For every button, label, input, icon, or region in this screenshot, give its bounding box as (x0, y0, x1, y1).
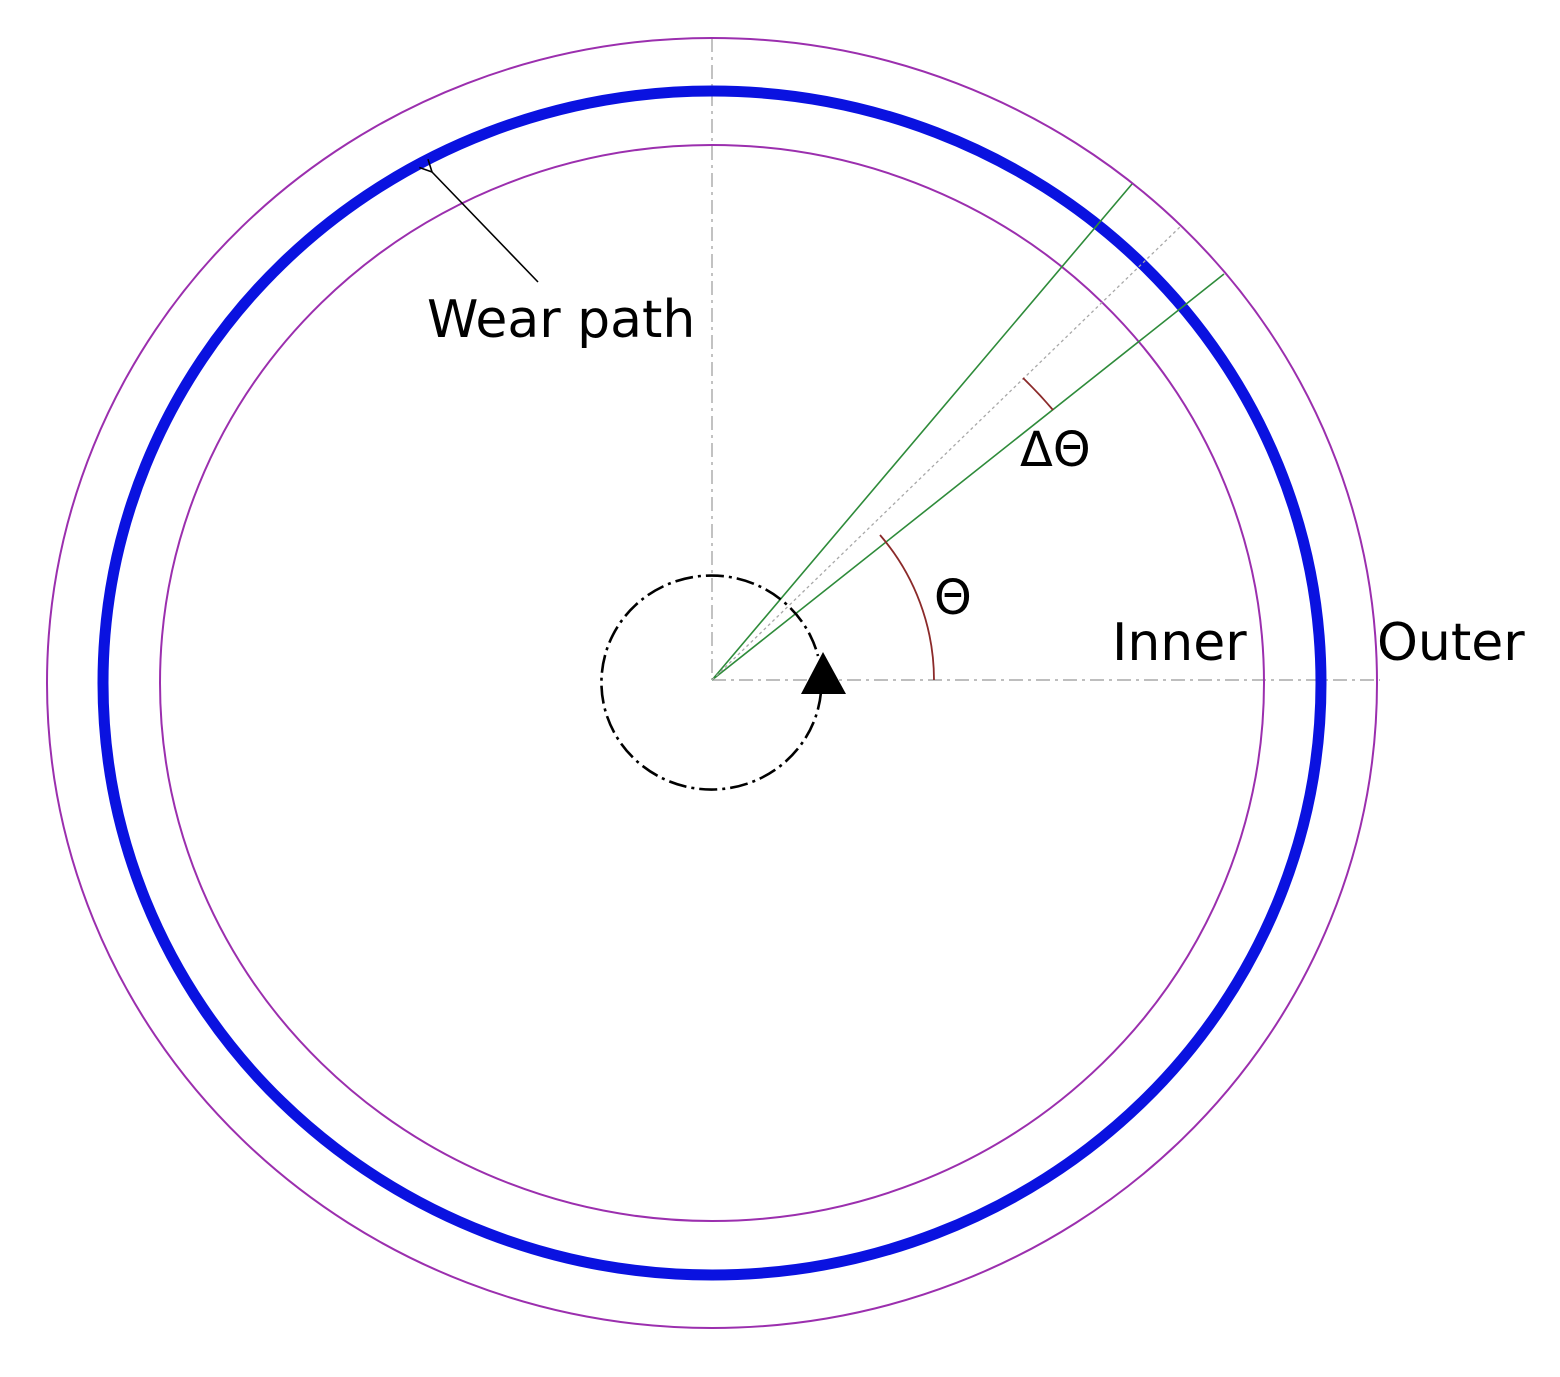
inner-label: Inner (1112, 613, 1247, 673)
theta-angle-arc (879, 534, 935, 681)
sector-line-upper (711, 183, 1133, 681)
rotation-direction-circle (600, 574, 823, 791)
delta-theta-label: ΔΘ (1020, 422, 1091, 478)
outer-boundary-circle (46, 37, 1378, 1329)
sector-line-lower (711, 273, 1225, 681)
sector-bisector-line (711, 225, 1182, 681)
wear-path-ring (97, 85, 1327, 1281)
inner-boundary-circle (159, 144, 1265, 1222)
delta-theta-angle-arc (1022, 377, 1054, 411)
theta-label: Θ (934, 570, 972, 626)
rotation-arrow-icon (801, 652, 846, 694)
wear-path-label: Wear path (427, 290, 695, 350)
outer-label: Outer (1377, 613, 1525, 673)
wear-path-leader-arrow (432, 172, 539, 283)
